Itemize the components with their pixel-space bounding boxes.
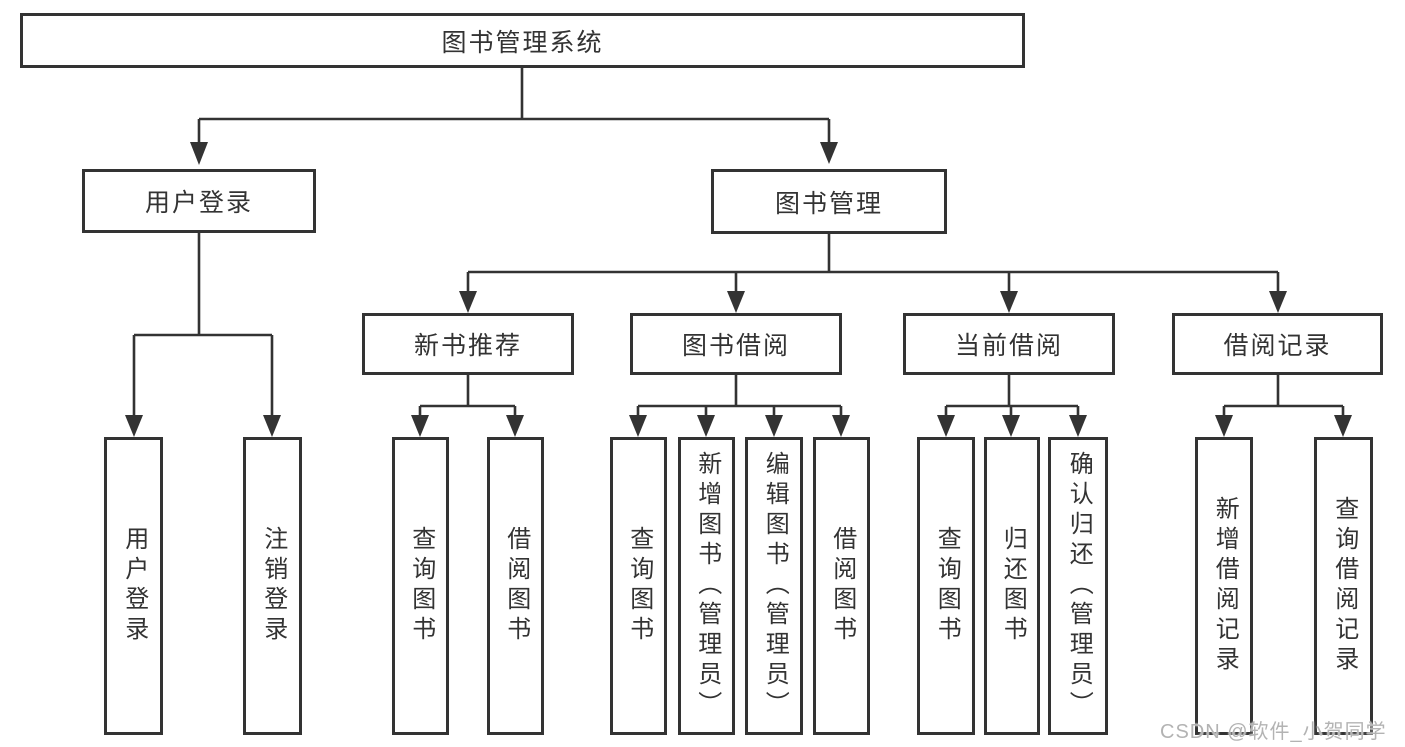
node-new-book-recommendation: 新书推荐 bbox=[362, 313, 574, 375]
leaf-logout-label: 注销登录 bbox=[259, 526, 287, 646]
arrowhead bbox=[1269, 291, 1287, 313]
leaf-add-book-admin-label: 新增图书（管理员） bbox=[693, 451, 721, 721]
node-user-login: 用户登录 bbox=[82, 169, 316, 233]
leaf-user-login-label: 用户登录 bbox=[120, 526, 148, 646]
arrowhead bbox=[125, 415, 143, 437]
leaf-add-borrow-record: 新增借阅记录 bbox=[1195, 437, 1253, 735]
arrowhead bbox=[727, 291, 745, 313]
connector-new-book bbox=[418, 375, 517, 420]
connector-current bbox=[944, 375, 1080, 420]
node-book-borrowing-label: 图书借阅 bbox=[681, 332, 790, 360]
leaf-confirm-return-admin-label: 确认归还（管理员） bbox=[1065, 451, 1093, 721]
leaf-query-borrow-record-label: 查询借阅记录 bbox=[1330, 496, 1358, 676]
arrowhead bbox=[1215, 415, 1233, 437]
node-library-system-label: 图书管理系统 bbox=[441, 28, 604, 57]
leaf-borrow-books-label: 借阅图书 bbox=[828, 526, 856, 646]
watermark: CSDN @软件_小贺同学 bbox=[1160, 721, 1387, 743]
leaf-add-book-admin: 新增图书（管理员） bbox=[678, 437, 735, 735]
arrowhead bbox=[190, 142, 208, 165]
leaf-return-books-label: 归还图书 bbox=[999, 526, 1027, 646]
node-new-book-recommendation-label: 新书推荐 bbox=[413, 332, 522, 360]
leaf-borrow-books: 借阅图书 bbox=[813, 437, 870, 735]
arrowhead bbox=[1334, 415, 1352, 437]
leaf-confirm-return-admin: 确认归还（管理员） bbox=[1048, 437, 1108, 735]
leaf-query-books-recommend: 查询图书 bbox=[392, 437, 449, 735]
arrowhead bbox=[1069, 415, 1087, 437]
leaf-logout: 注销登录 bbox=[243, 437, 302, 735]
leaf-query-books-borrow-label: 查询图书 bbox=[625, 526, 653, 646]
arrowhead bbox=[820, 142, 838, 164]
connector-lines bbox=[132, 68, 1345, 420]
leaf-user-login: 用户登录 bbox=[104, 437, 163, 735]
node-library-system: 图书管理系统 bbox=[20, 13, 1025, 68]
node-borrowing-records-label: 借阅记录 bbox=[1223, 332, 1332, 360]
arrowhead bbox=[411, 415, 429, 437]
connector-user-login bbox=[132, 233, 274, 420]
node-current-borrowing: 当前借阅 bbox=[903, 313, 1115, 375]
leaf-return-books: 归还图书 bbox=[984, 437, 1040, 735]
node-user-login-label: 用户登录 bbox=[144, 189, 253, 217]
arrowheads bbox=[125, 142, 1352, 437]
leaf-edit-book-admin: 编辑图书（管理员） bbox=[745, 437, 803, 735]
leaf-add-borrow-record-label: 新增借阅记录 bbox=[1211, 496, 1239, 676]
leaf-borrow-books-recommend: 借阅图书 bbox=[487, 437, 544, 735]
arrowhead bbox=[1000, 291, 1018, 313]
node-book-management-label: 图书管理 bbox=[774, 189, 883, 218]
arrowhead bbox=[832, 415, 850, 437]
leaf-query-borrow-record: 查询借阅记录 bbox=[1314, 437, 1373, 735]
arrowhead bbox=[765, 415, 783, 437]
leaf-query-books-borrow: 查询图书 bbox=[610, 437, 667, 735]
connector-book-management bbox=[466, 234, 1280, 296]
connector-borrowing bbox=[636, 375, 843, 420]
arrowhead bbox=[263, 415, 281, 437]
node-borrowing-records: 借阅记录 bbox=[1172, 313, 1383, 375]
node-book-management: 图书管理 bbox=[711, 169, 947, 234]
leaf-query-books-current-label: 查询图书 bbox=[933, 526, 961, 646]
arrowhead bbox=[629, 415, 647, 437]
arrowhead bbox=[459, 291, 477, 313]
node-book-borrowing: 图书借阅 bbox=[630, 313, 842, 375]
leaf-query-books-current: 查询图书 bbox=[917, 437, 975, 735]
arrowhead bbox=[697, 415, 715, 437]
connector-records bbox=[1222, 375, 1345, 420]
arrowhead bbox=[937, 415, 955, 437]
leaf-borrow-books-recommend-label: 借阅图书 bbox=[502, 526, 530, 646]
leaf-edit-book-admin-label: 编辑图书（管理员） bbox=[761, 451, 789, 721]
leaf-query-books-recommend-label: 查询图书 bbox=[407, 526, 435, 646]
connector-root bbox=[197, 68, 831, 144]
node-current-borrowing-label: 当前借阅 bbox=[954, 332, 1063, 360]
arrowhead bbox=[1002, 415, 1020, 437]
arrowhead bbox=[506, 415, 524, 437]
